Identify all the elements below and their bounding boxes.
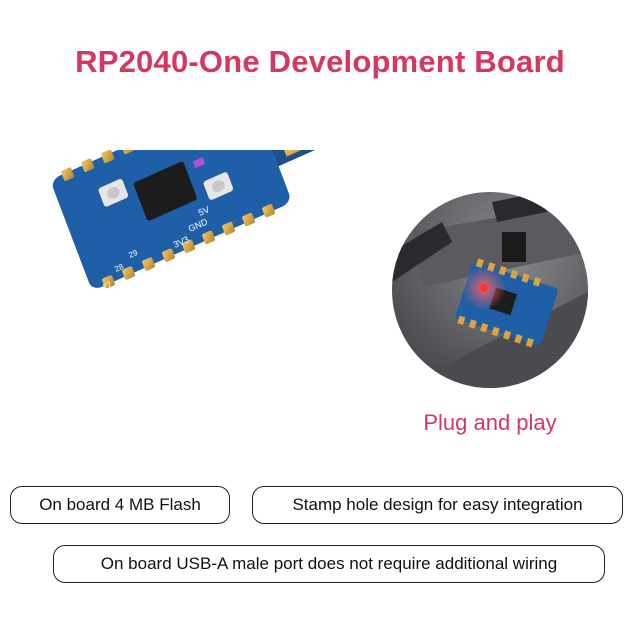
feature-usb-a: On board USB-A male port does not requir… bbox=[53, 545, 605, 583]
silk-7: 7 bbox=[183, 358, 191, 368]
board-illustration: RP2040-One 5V GND 3V3 BOOT RESET 26 15 1… bbox=[10, 52, 387, 450]
silk-1: 1 bbox=[283, 298, 291, 308]
silk-boot: BOOT bbox=[169, 260, 193, 277]
silk-27: 27 bbox=[101, 280, 113, 292]
silk-0: 0 bbox=[297, 290, 305, 300]
plug-in-photo bbox=[392, 192, 588, 388]
silk-4: 4 bbox=[237, 334, 245, 344]
silk-5v: 5V bbox=[197, 204, 211, 218]
rp2040-chip bbox=[133, 161, 197, 221]
silk-2: 2 bbox=[269, 318, 277, 328]
silk-11: 11 bbox=[107, 368, 119, 380]
silk-26: 26 bbox=[117, 300, 129, 312]
board-name-label: RP2040-One bbox=[133, 324, 215, 372]
silk-9: 9 bbox=[147, 374, 155, 384]
silk-5: 5 bbox=[219, 342, 227, 352]
silk-13: 13 bbox=[65, 374, 77, 386]
plug-in-svg bbox=[392, 192, 588, 388]
plug-caption: Plug and play bbox=[423, 410, 557, 435]
silk-3: 3 bbox=[253, 326, 261, 336]
page-title: RP2040-One Development Board bbox=[75, 44, 565, 79]
silk-28: 28 bbox=[113, 262, 125, 274]
silk-14: 14 bbox=[55, 352, 67, 364]
silk-reset: RESET bbox=[241, 299, 269, 318]
silk-15: 15 bbox=[67, 330, 79, 342]
silk-10: 10 bbox=[125, 378, 137, 390]
silk-8: 8 bbox=[167, 368, 175, 378]
silk-6: 6 bbox=[201, 350, 209, 360]
silk-12: 12 bbox=[87, 376, 99, 388]
feature-flash: On board 4 MB Flash bbox=[10, 486, 230, 524]
feature-stamp-hole: Stamp hole design for easy integration bbox=[252, 486, 623, 524]
silk-29: 29 bbox=[127, 248, 139, 260]
board-svg: RP2040-One 5V GND 3V3 BOOT RESET 26 15 1… bbox=[52, 52, 387, 390]
